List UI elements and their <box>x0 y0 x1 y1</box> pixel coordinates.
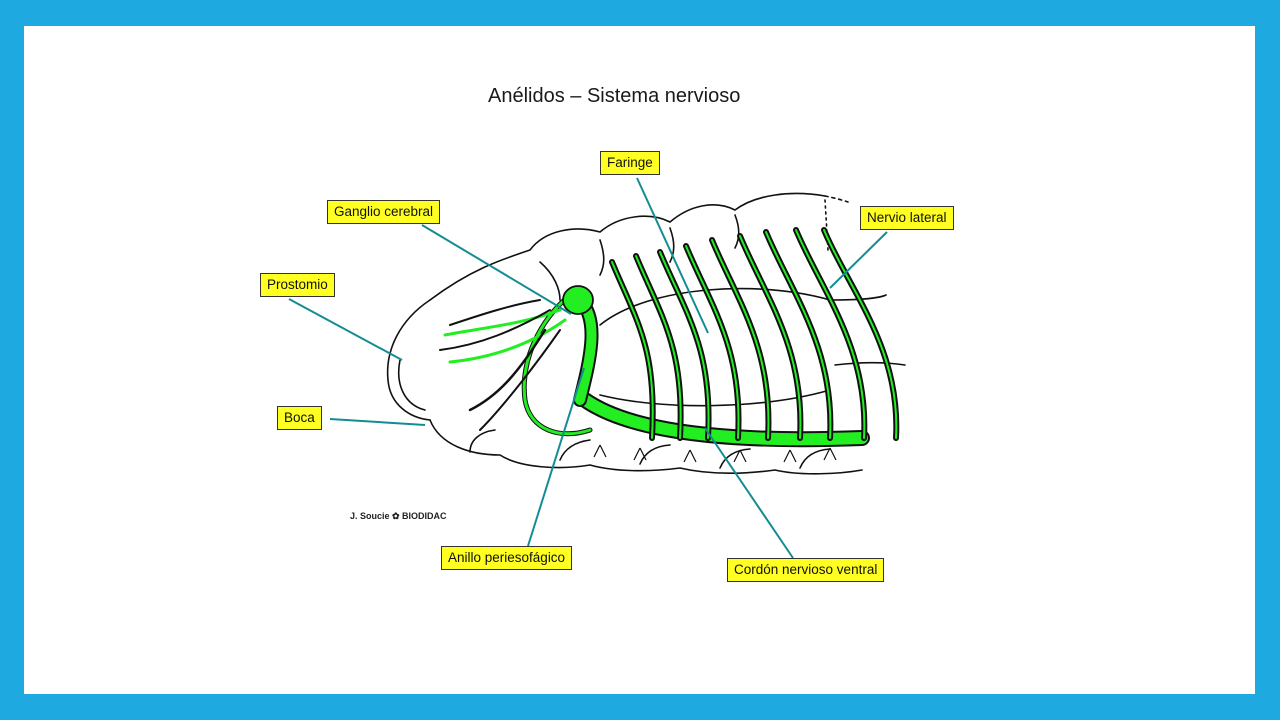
label-cordon-nervioso-ventral: Cordón nervioso ventral <box>727 558 885 582</box>
label-anillo-periesofagico: Anillo periesofágico <box>441 546 573 570</box>
segmental-nerve-core <box>659 251 710 439</box>
leader-nervio-lateral <box>829 231 888 289</box>
leader-cordon-nervioso-ventral <box>704 427 794 559</box>
segmental-nerve-core <box>765 231 832 439</box>
slide-canvas <box>24 26 1255 694</box>
label-boca: Boca <box>277 406 322 430</box>
ventral-branches <box>593 444 837 463</box>
page-title: Anélidos – Sistema nervioso <box>488 85 741 107</box>
image-credit: J. Soucie ✿ BIODIDAC <box>350 511 447 521</box>
leader-boca <box>329 418 426 426</box>
segmental-nerves <box>609 227 900 441</box>
leader-faringe <box>636 177 709 334</box>
segmental-nerve-core <box>711 239 770 439</box>
label-nervio-lateral: Nervio lateral <box>860 206 954 230</box>
label-prostomio: Prostomio <box>260 273 335 297</box>
segmental-nerve-outline <box>821 227 900 441</box>
label-faringe: Faringe <box>600 151 660 175</box>
leader-ganglio-cerebral <box>421 224 572 315</box>
segmental-nerve-core <box>739 235 802 439</box>
leader-anillo-periesofagico <box>527 367 585 547</box>
segmental-nerve-core <box>823 229 898 439</box>
cerebral-ganglion-shape <box>562 285 594 315</box>
segmental-nerve-core <box>635 255 682 439</box>
segmental-nerve-core <box>795 229 866 439</box>
leader-prostomio <box>288 298 403 361</box>
segmental-nerve-core <box>611 261 654 439</box>
segmental-nerve-core <box>685 245 740 439</box>
label-ganglio-cerebral: Ganglio cerebral <box>327 200 441 224</box>
leader-lines <box>288 177 888 559</box>
